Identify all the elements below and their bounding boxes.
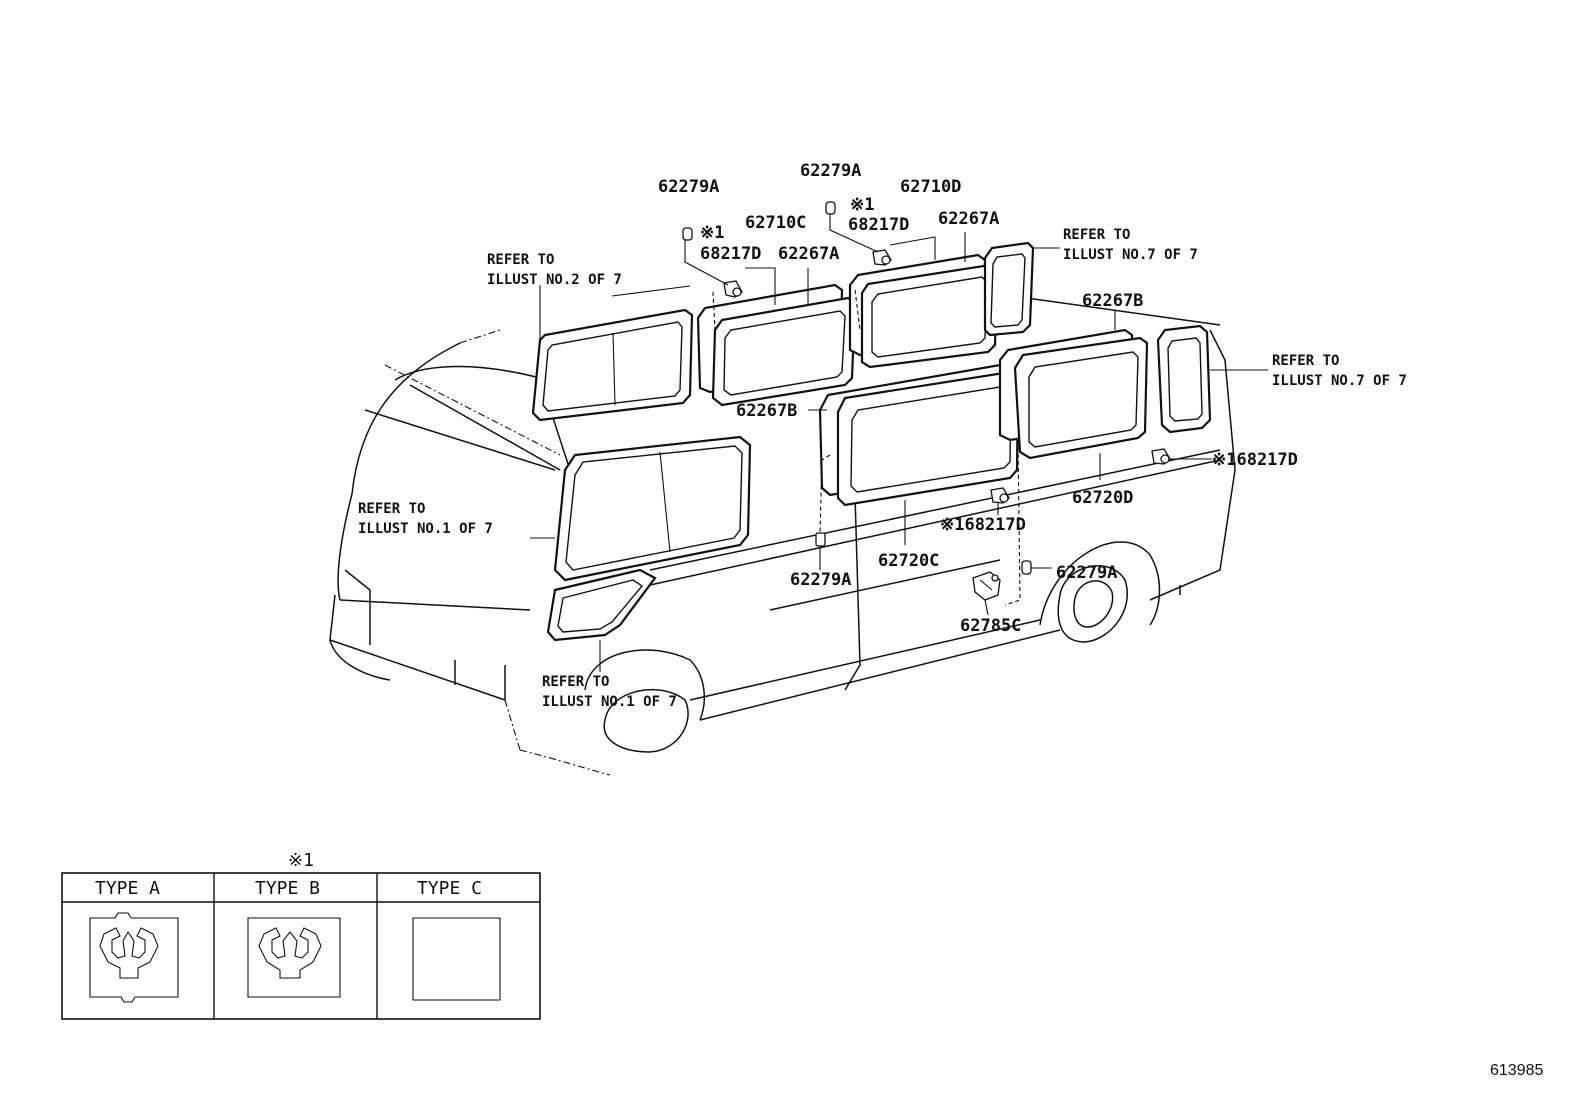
window-62720C	[818, 363, 1020, 507]
refer-illust-2-line2: ILLUST NO.2 OF 7	[487, 272, 622, 288]
refer-illust-1a-line2: ILLUST NO.1 OF 7	[358, 521, 493, 537]
type-c-header: TYPE C	[417, 878, 482, 899]
rear-upper-glass	[983, 241, 1035, 337]
clip-62279A-3	[815, 532, 826, 547]
refer-illust-7a-line1: REFER TO	[1063, 227, 1130, 243]
callout-68217D-4: ※168217D	[940, 515, 1026, 535]
callout-62279A-4: 62279A	[1056, 563, 1117, 583]
clip-62279A-2	[825, 201, 836, 215]
part-callouts: 62279A ※1 68217D 62710C 62267A 62279A ※1…	[658, 161, 1298, 636]
refer-illust-7b-line1: REFER TO	[1272, 353, 1339, 369]
callout-68217D-1: 68217D	[700, 244, 761, 264]
type-a-clip-shape	[89, 912, 179, 1003]
figure-id: 613985	[1490, 1062, 1543, 1079]
callout-62710C: 62710C	[745, 213, 806, 233]
catch-62785C	[972, 571, 1001, 601]
callout-note-1: ※1	[700, 223, 724, 243]
type-b-clip-shape	[247, 917, 341, 998]
callout-62267A-1: 62267A	[778, 244, 839, 264]
callout-note-2: ※1	[850, 195, 874, 215]
refer-illust-1b-line1: REFER TO	[542, 674, 609, 690]
clip-68217D-1	[723, 280, 743, 298]
refer-illust-7a-line2: ILLUST NO.7 OF 7	[1063, 247, 1198, 263]
clip-62279A-4	[1021, 560, 1032, 575]
refer-illust-7b-line2: ILLUST NO.7 OF 7	[1272, 373, 1407, 389]
refer-illust-1b-line2: ILLUST NO.1 OF 7	[542, 694, 677, 710]
callout-62279A-3: 62279A	[790, 570, 851, 590]
callout-62720C: 62720C	[878, 551, 939, 571]
clip-62279A-1	[682, 227, 693, 241]
clip-68217D-3	[1151, 448, 1171, 465]
leader-lines	[530, 214, 1268, 672]
type-b-header: TYPE B	[255, 878, 320, 899]
callout-62279A-1: 62279A	[658, 177, 719, 197]
type-c-clip-shape	[412, 917, 501, 1001]
window-62710C	[696, 283, 857, 407]
roof-glass-left	[531, 308, 694, 422]
window-62720D	[998, 328, 1149, 460]
type-table: ※1 TYPE A TYPE B TYPE C	[61, 850, 541, 1020]
clip-68217D-4	[990, 487, 1010, 504]
type-table-note: ※1	[288, 850, 314, 871]
rear-side-glass	[1156, 324, 1212, 434]
cab-side-window	[553, 435, 752, 582]
callout-62710D: 62710D	[900, 177, 961, 197]
callout-62267A-2: 62267A	[938, 209, 999, 229]
callout-62785C: 62785C	[960, 616, 1021, 636]
reference-notes: REFER TO ILLUST NO.2 OF 7 REFER TO ILLUS…	[358, 227, 1407, 710]
window-62710D	[848, 253, 999, 369]
type-a-header: TYPE A	[95, 878, 160, 899]
refer-illust-2-line1: REFER TO	[487, 252, 554, 268]
refer-illust-1a-line1: REFER TO	[358, 501, 425, 517]
callout-62267B-1: 62267B	[1082, 291, 1143, 311]
callout-62267B-2: 62267B	[736, 401, 797, 421]
front-quarter-window	[546, 568, 657, 642]
callout-62720D: 62720D	[1072, 488, 1133, 508]
callout-62279A-2: 62279A	[800, 161, 861, 181]
van-body-outline	[329, 294, 1236, 776]
clip-68217D-2	[872, 249, 892, 266]
callout-68217D-2: 68217D	[848, 215, 909, 235]
callout-68217D-3: ※168217D	[1212, 450, 1298, 470]
